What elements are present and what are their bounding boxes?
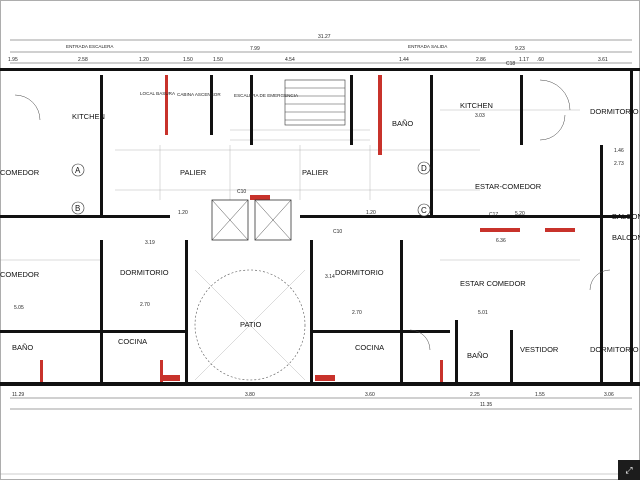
misc-label-1: 3.19 bbox=[145, 240, 155, 246]
note-entrada: ENTRADA ESCALERA bbox=[66, 44, 114, 49]
unit-marker-d: D bbox=[421, 164, 427, 173]
misc-label-3: 5.05 bbox=[14, 305, 24, 311]
walls bbox=[0, 68, 640, 386]
bottom-dim-1: 3.80 bbox=[245, 392, 255, 398]
misc-label-7: 2.70 bbox=[140, 302, 150, 308]
mid-dim-2: 1.20 bbox=[139, 57, 149, 63]
floor-grid bbox=[0, 109, 580, 261]
unit-marker-c: C bbox=[421, 206, 427, 215]
unit-markers: A B C D bbox=[71, 161, 431, 217]
room-balcon-2: BALCON bbox=[612, 233, 640, 242]
mid-dim-4: 1.50 bbox=[213, 57, 223, 63]
bottom-dim-0: 11.29 bbox=[12, 392, 24, 398]
elevator-shaft bbox=[211, 199, 292, 241]
room-bano-right: BAÑO bbox=[467, 351, 488, 360]
room-bano-left: BAÑO bbox=[12, 343, 33, 352]
unit-marker-b: B bbox=[75, 204, 80, 213]
misc-label-14: C18 bbox=[506, 61, 515, 67]
mid-dim-1: 2.58 bbox=[78, 57, 88, 63]
room-cocina-right: COCINA bbox=[355, 343, 384, 352]
misc-label-5: 6.36 bbox=[496, 238, 506, 244]
room-dormitorio-top-right: DORMITORIO bbox=[590, 107, 639, 116]
mid-dim-3: 1.50 bbox=[183, 57, 193, 63]
room-dormitorio-left: DORMITORIO bbox=[120, 268, 169, 277]
room-bano-top: BAÑO bbox=[392, 119, 413, 128]
room-palier-left: PALIER bbox=[180, 168, 207, 177]
bottom-total-dim: 11.35 bbox=[480, 402, 492, 408]
room-escalera: ESCALERA DE EMERGENCIA bbox=[234, 93, 299, 98]
room-kitchen-left: KITCHEN bbox=[72, 112, 105, 121]
misc-label-11: C10 bbox=[237, 189, 246, 195]
emergency-stairs bbox=[284, 79, 346, 126]
misc-labels: 3.03 3.19 3.14 5.05 5.01 6.36 5.20 2.70 … bbox=[14, 61, 624, 316]
room-labels: KITCHEN LOCAL BASURA CABINA ASCENSOR ESC… bbox=[0, 91, 640, 360]
room-comedor-left: COMEDOR bbox=[0, 168, 40, 177]
bottom-dim-3: 2.25 bbox=[470, 392, 480, 398]
room-estar-comedor-top: ESTAR-COMEDOR bbox=[475, 182, 542, 191]
room-vestidor: VESTIDOR bbox=[520, 345, 559, 354]
misc-label-15: 1.46 bbox=[614, 148, 624, 154]
top-dim-2: 9.23 bbox=[515, 46, 525, 52]
mid-dim-10: 3.61 bbox=[598, 57, 608, 63]
room-palier-right: PALIER bbox=[302, 168, 329, 177]
misc-label-0: 3.03 bbox=[475, 113, 485, 119]
mid-dim-9: .60 bbox=[537, 57, 544, 63]
mid-dim-7: 2.86 bbox=[476, 57, 486, 63]
bottom-dim-5: 3.06 bbox=[604, 392, 614, 398]
mid-dim-0: 1.95 bbox=[8, 57, 18, 63]
mid-dim-5: 4.54 bbox=[285, 57, 295, 63]
misc-label-6: 5.20 bbox=[515, 211, 525, 217]
fullscreen-button[interactable]: ⤢ bbox=[618, 460, 640, 480]
mid-dim-6: 1.44 bbox=[399, 57, 409, 63]
room-estar-comedor-mid: ESTAR COMEDOR bbox=[460, 279, 526, 288]
room-cocina-left: COCINA bbox=[118, 337, 147, 346]
room-comedor-left-2: COMEDOR bbox=[0, 270, 40, 279]
room-patio: PATIO bbox=[240, 320, 262, 329]
misc-label-2: 3.14 bbox=[325, 274, 335, 280]
misc-label-16: 2.73 bbox=[614, 161, 624, 167]
misc-label-12: C10 bbox=[333, 229, 342, 235]
top-total-dim: 31.27 bbox=[318, 34, 331, 40]
patio-area bbox=[194, 269, 306, 381]
mid-dim-8: 1.17 bbox=[519, 57, 529, 63]
door-swings bbox=[14, 79, 611, 351]
top-dim-1: 7.99 bbox=[250, 46, 260, 52]
misc-label-8: 2.70 bbox=[352, 310, 362, 316]
misc-label-13: C17 bbox=[489, 212, 498, 218]
bottom-dim-4: 1.55 bbox=[535, 392, 545, 398]
misc-label-10: 1.20 bbox=[366, 210, 376, 216]
room-local-basura: LOCAL BASURA bbox=[140, 91, 176, 96]
notes: ENTRADA ESCALERA ENTRADA SALIDA bbox=[66, 44, 448, 49]
misc-label-9: 1.20 bbox=[178, 210, 188, 216]
room-balcon-1: BALCON bbox=[612, 212, 640, 221]
dimension-lines: 31.27 7.99 9.23 1.95 2.58 1.20 1.50 1.50… bbox=[8, 34, 632, 410]
unit-marker-a: A bbox=[75, 166, 81, 175]
note-entrada-salida: ENTRADA SALIDA bbox=[408, 44, 448, 49]
misc-label-4: 5.01 bbox=[478, 310, 488, 316]
room-dormitorio-mid: DORMITORIO bbox=[335, 268, 384, 277]
room-cabina-ascensor: CABINA ASCENSOR bbox=[177, 92, 221, 97]
room-kitchen-right: KITCHEN bbox=[460, 101, 493, 110]
bottom-dim-2: 3.60 bbox=[365, 392, 375, 398]
room-dormitorio-bottom-right: DORMITORIO bbox=[590, 345, 639, 354]
